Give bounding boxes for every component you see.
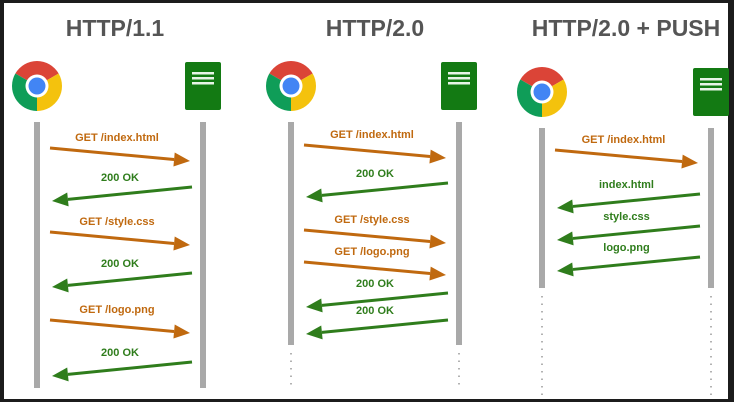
arrow-head xyxy=(306,188,323,203)
server-line xyxy=(192,77,214,80)
message-label: GET /index.html xyxy=(330,129,414,141)
message-label: index.html xyxy=(599,179,654,191)
client-lifeline xyxy=(34,122,40,388)
column-title: HTTP/1.1 xyxy=(66,15,165,41)
arrow-shaft xyxy=(303,228,431,244)
message-label: 200 OK xyxy=(101,258,139,270)
arrow-head xyxy=(557,199,574,214)
message-label: GET /index.html xyxy=(75,132,159,144)
server-line xyxy=(448,72,470,75)
arrow-shaft xyxy=(572,255,701,271)
arrow-shaft xyxy=(321,291,449,307)
message-arrow-response: logo.png xyxy=(557,242,701,277)
server-line xyxy=(192,72,214,75)
chrome-icon xyxy=(517,67,567,117)
message-arrow-request: GET /style.css xyxy=(303,214,446,249)
message-label: logo.png xyxy=(603,242,649,254)
message-label: 200 OK xyxy=(101,347,139,359)
arrow-shaft xyxy=(49,230,175,246)
message-arrow-request: GET /logo.png xyxy=(49,304,190,339)
server-line xyxy=(700,83,722,86)
arrow-shaft xyxy=(49,318,175,334)
server-icon xyxy=(185,62,221,110)
arrow-head xyxy=(306,298,323,313)
message-label: 200 OK xyxy=(356,305,394,317)
arrow-head xyxy=(52,367,69,382)
message-arrow-response: 200 OK xyxy=(306,305,449,340)
server-lifeline xyxy=(200,122,206,388)
arrow-shaft xyxy=(67,360,193,376)
chrome-center xyxy=(28,77,46,95)
server-body xyxy=(441,62,477,110)
server-icon xyxy=(441,62,477,110)
server-icon xyxy=(693,68,729,116)
arrow-head xyxy=(429,149,446,164)
arrow-head xyxy=(52,192,69,207)
arrow-shaft xyxy=(572,224,701,240)
message-label: 200 OK xyxy=(101,172,139,184)
arrow-head xyxy=(429,266,446,281)
chrome-icon xyxy=(266,61,316,111)
client-lifeline xyxy=(539,128,545,288)
message-label: GET /index.html xyxy=(582,134,666,146)
server-line xyxy=(448,82,470,85)
message-label: 200 OK xyxy=(356,168,394,180)
arrow-head xyxy=(173,324,190,339)
message-label: GET /logo.png xyxy=(334,246,409,258)
arrow-head xyxy=(173,152,190,167)
arrow-shaft xyxy=(303,143,431,159)
column-title: HTTP/2.0 + PUSH xyxy=(532,15,721,41)
message-arrow-response: 200 OK xyxy=(52,347,193,382)
server-lifeline xyxy=(456,122,462,345)
arrow-head xyxy=(429,234,446,249)
arrow-head xyxy=(557,262,574,277)
server-line xyxy=(700,88,722,91)
message-arrow-response: style.css xyxy=(557,211,701,246)
arrow-shaft xyxy=(572,192,701,208)
arrow-head xyxy=(681,154,698,169)
message-arrow-response: index.html xyxy=(557,179,701,214)
message-arrow-response: 200 OK xyxy=(52,172,193,207)
server-lifeline xyxy=(708,128,714,288)
arrow-shaft xyxy=(321,318,449,334)
arrow-shaft xyxy=(321,181,449,197)
chrome-center xyxy=(282,77,300,95)
arrow-shaft xyxy=(554,148,683,164)
message-arrow-request: GET /index.html xyxy=(554,134,698,169)
server-body xyxy=(693,68,729,116)
message-label: style.css xyxy=(603,211,649,223)
arrow-head xyxy=(173,236,190,251)
chrome-icon xyxy=(12,61,62,111)
arrow-head xyxy=(52,278,69,293)
diagram-panel xyxy=(4,3,728,399)
message-label: GET /style.css xyxy=(334,214,409,226)
message-arrow-request: GET /index.html xyxy=(49,132,190,167)
column-title: HTTP/2.0 xyxy=(326,15,424,41)
message-arrow-response: 200 OK xyxy=(306,278,449,313)
arrow-shaft xyxy=(303,260,431,276)
arrow-shaft xyxy=(67,271,193,287)
server-line xyxy=(192,82,214,85)
server-body xyxy=(185,62,221,110)
message-arrow-request: GET /style.css xyxy=(49,216,190,251)
chrome-center xyxy=(533,83,551,101)
message-arrow-response: 200 OK xyxy=(306,168,449,203)
arrow-shaft xyxy=(67,185,193,201)
server-line xyxy=(448,77,470,80)
message-arrow-request: GET /index.html xyxy=(303,129,446,164)
arrow-head xyxy=(557,231,574,246)
message-label: GET /style.css xyxy=(79,216,154,228)
arrow-head xyxy=(306,325,323,340)
arrow-shaft xyxy=(49,146,175,162)
message-arrow-request: GET /logo.png xyxy=(303,246,446,281)
message-arrow-response: 200 OK xyxy=(52,258,193,293)
message-label: 200 OK xyxy=(356,278,394,290)
server-line xyxy=(700,78,722,81)
column-2: HTTP/2.0 + PUSH GET /index.html index.html… xyxy=(517,15,729,396)
message-label: GET /logo.png xyxy=(79,304,154,316)
client-lifeline xyxy=(288,122,294,345)
